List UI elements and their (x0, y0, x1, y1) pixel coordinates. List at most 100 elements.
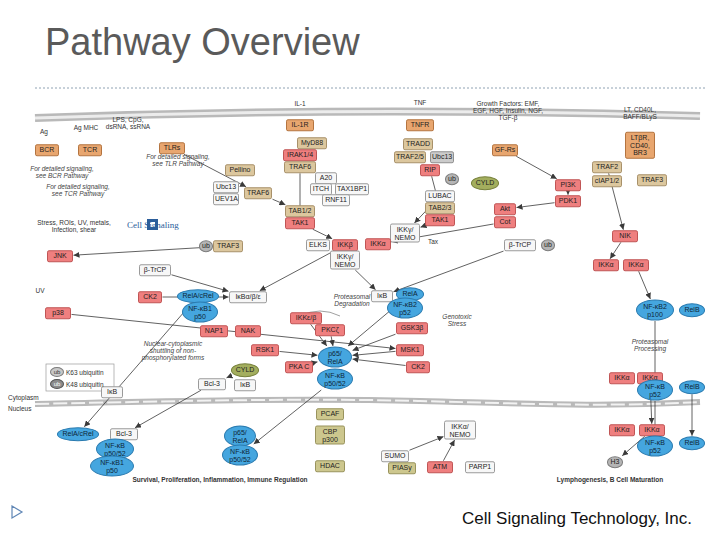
node-label: NF-κB2 p52 (391, 301, 419, 316)
node-label: PCAF (318, 410, 342, 418)
node-label: RelA/cRel (61, 430, 95, 438)
node-label: CK2 (408, 363, 428, 371)
node-label: IκB (236, 381, 254, 389)
node-label: TAX1BP1 (337, 185, 367, 193)
node-label: UEV1A (215, 195, 237, 203)
node-label: NF-κB p50/52 (226, 448, 254, 463)
pathway-arrow (273, 199, 286, 205)
node-label: IRAK1/4 (285, 151, 315, 159)
pathway-arrow (516, 156, 557, 179)
node-label: NF-κB1 p50 (186, 305, 214, 320)
node-label: ub (200, 242, 212, 250)
node-label: IKKγ/ NEMO (392, 226, 418, 241)
kinase-box: ATM (427, 461, 453, 473)
annotation-note: Proteasomal Degradation (329, 293, 375, 307)
protein-box: IKKγ/ NEMO (390, 224, 420, 243)
node-label: RelA/cRel (181, 292, 215, 300)
node-label: NF-κB p50/52 (100, 442, 130, 457)
protein-box: IKKα/ NEMO (444, 421, 476, 440)
protein-box: RNF11 (322, 194, 350, 206)
kinase-box: IKKα (623, 259, 649, 271)
receptor-box: TNFR (406, 119, 434, 131)
pathway-arrow (227, 376, 231, 378)
kinase-box: NAP1 (200, 325, 228, 337)
nfkb-ellipse: RelB (679, 380, 705, 394)
pathway-arrow (692, 394, 693, 436)
node-label: β-TrCP (141, 266, 169, 274)
node-label: LTβR, CD40, BR3 (627, 134, 653, 157)
nuclear-membrane-pores (35, 400, 700, 405)
node-label: TRAF6 (246, 189, 270, 197)
node-label: ub (446, 175, 458, 183)
receptor-box: IL-1R (286, 119, 314, 131)
protein-box: IκBα/β/ε (229, 291, 267, 303)
pathway-arrow (135, 390, 201, 428)
kinase-box: NIK (612, 230, 638, 242)
annotation-text: Ag MHC (70, 124, 102, 131)
node-label: RelB (683, 306, 701, 314)
kinase-box: RSK1 (251, 344, 279, 356)
legend-sample: ub (50, 379, 64, 389)
annotation-text: UV (32, 287, 48, 294)
ubiquitin-tag: ub (541, 239, 555, 251)
logo-text: Cell Signaling (127, 220, 197, 230)
node-label: cIAP1/2 (594, 177, 620, 185)
node-label: MSK1 (398, 346, 422, 354)
node-label: PDK1 (557, 197, 579, 205)
node-label: Akt (496, 205, 514, 213)
kinase-box: IKKα (609, 424, 635, 436)
kinase-box: JNK (47, 250, 73, 262)
pathway-arrow (639, 271, 651, 299)
kinase-box: TAK1 (285, 217, 315, 229)
protein-box: Ubc13 (213, 181, 239, 193)
node-label: p38 (47, 309, 69, 317)
node-label: TCR (80, 146, 100, 154)
pathway-arrow (353, 351, 396, 355)
annotation-text: Ag (34, 128, 54, 135)
receptor-box: LTβR, CD40, BR3 (625, 132, 655, 159)
legend-sample: ub (50, 367, 64, 377)
node-label: SUMO (383, 452, 407, 460)
pathway-arrow (74, 247, 213, 255)
nfkb-ellipse: NF-κB2 p100 (636, 300, 674, 321)
node-label: PKA C (287, 363, 311, 371)
annotation-note: Genotoxic Stress (440, 313, 474, 327)
protein-box: UEV1A (213, 193, 239, 205)
outcome-text: Survival, Proliferation, Inflammation, I… (105, 476, 335, 483)
node-label: IKKα (625, 261, 647, 269)
pathway-arrow (254, 390, 322, 444)
node-label: IKKα (641, 426, 663, 434)
cofactor-box: CBP p300 (315, 426, 345, 445)
protein-box: ITCH (310, 183, 332, 195)
node-label: NAP1 (202, 327, 226, 335)
node-label: BCR (37, 146, 57, 154)
node-label: NF-κB p52 (641, 383, 669, 398)
node-label: NAK (237, 327, 259, 335)
annotation-note: For detailed signaling, see BCR Pathway (27, 165, 97, 179)
ubiquitin-tag: ub (445, 173, 459, 185)
node-label: IKKε/β (292, 314, 320, 322)
node-label: TAB2/3 (427, 204, 453, 212)
node-label: TAK1 (427, 216, 453, 224)
pathway-arrow (355, 270, 375, 290)
pathway-arrow (517, 203, 555, 208)
kinase-box: TAK1 (425, 214, 455, 226)
node-label: IKKα (611, 426, 633, 434)
kinase-box: IKKα (593, 259, 619, 271)
node-label: PIASy (390, 464, 414, 472)
kinase-box: CK2 (138, 291, 162, 303)
node-label: Bcl-3 (200, 380, 224, 388)
nfkb-ellipse: NF-κB p52 (637, 436, 673, 457)
kinase-box: IRAK1/4 (283, 149, 317, 161)
node-label: TRAF3 (215, 242, 241, 250)
deubiquitinase-ellipse: CYLD (471, 176, 499, 190)
node-label: JNK (49, 252, 71, 260)
kinase-box: NAK (235, 325, 261, 337)
annotation-note: For detailed signaling, see TLR Pathway (143, 153, 213, 167)
protein-box: LUBAC (425, 190, 455, 202)
protein-box: TAX1BP1 (335, 183, 369, 195)
node-label: Bcl-3 (112, 430, 136, 438)
adaptor-box: MyD88 (297, 137, 327, 149)
node-label: TRAF2 (594, 163, 620, 171)
node-label: RNF11 (324, 196, 348, 204)
